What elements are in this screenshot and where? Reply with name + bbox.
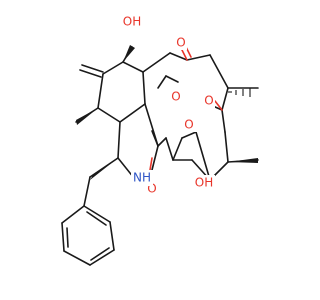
- atom-labels: OH O O O O O NH OH: [121, 14, 215, 196]
- bond-layer: [61, 46, 259, 266]
- molecule-structure: OH O O O O O NH OH: [61, 14, 259, 266]
- atom-label-o-ring-upper: O: [171, 90, 180, 104]
- atom-label-o-carbonyl-left: O: [147, 182, 156, 196]
- atom-label-oh-right: OH: [195, 176, 213, 190]
- atom-label-nh: NH: [133, 171, 151, 185]
- atom-label-o-ketone-mid: O: [204, 94, 213, 108]
- atom-label-o-ketone-top: O: [176, 36, 185, 50]
- atom-label-oh-top: OH: [123, 15, 141, 29]
- stereo-wedges: [76, 45, 258, 180]
- atom-label-o-epoxide: O: [184, 118, 193, 132]
